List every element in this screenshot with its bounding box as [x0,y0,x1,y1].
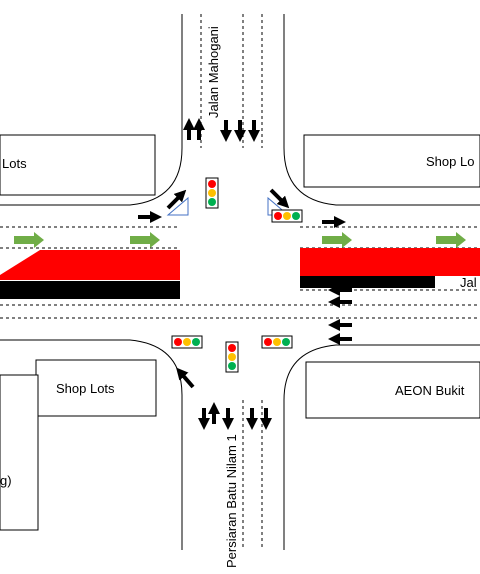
building-label-southeast: AEON Bukit [395,383,465,398]
north-road-lanes [181,14,263,148]
arrow-icon [138,118,352,430]
building-southwest [35,359,157,417]
building-label-northeast: Shop Lo [426,154,475,169]
road-label-north: Jalan Mahogani [206,26,221,118]
road-label-east: Jal [460,275,477,290]
building-northeast [303,134,480,188]
building-label-west-partial: g) [0,473,12,488]
black-bar-east [300,276,435,288]
road-label-south: Persiaran Batu Nilam 1 [224,434,239,568]
traffic-light-icon [171,177,303,373]
road-edges [0,14,480,550]
red-zone-east [300,248,480,276]
building-label-southwest: Shop Lots [56,381,115,396]
building-southeast [305,361,480,419]
building-west-partial [0,374,39,531]
building-northwest [0,134,156,196]
building-label-northwest: Lots [2,156,27,171]
black-bar-west [0,281,180,299]
red-zone-west [0,250,180,280]
triangle-icon [166,196,290,216]
green-arrow-icon [14,232,466,248]
